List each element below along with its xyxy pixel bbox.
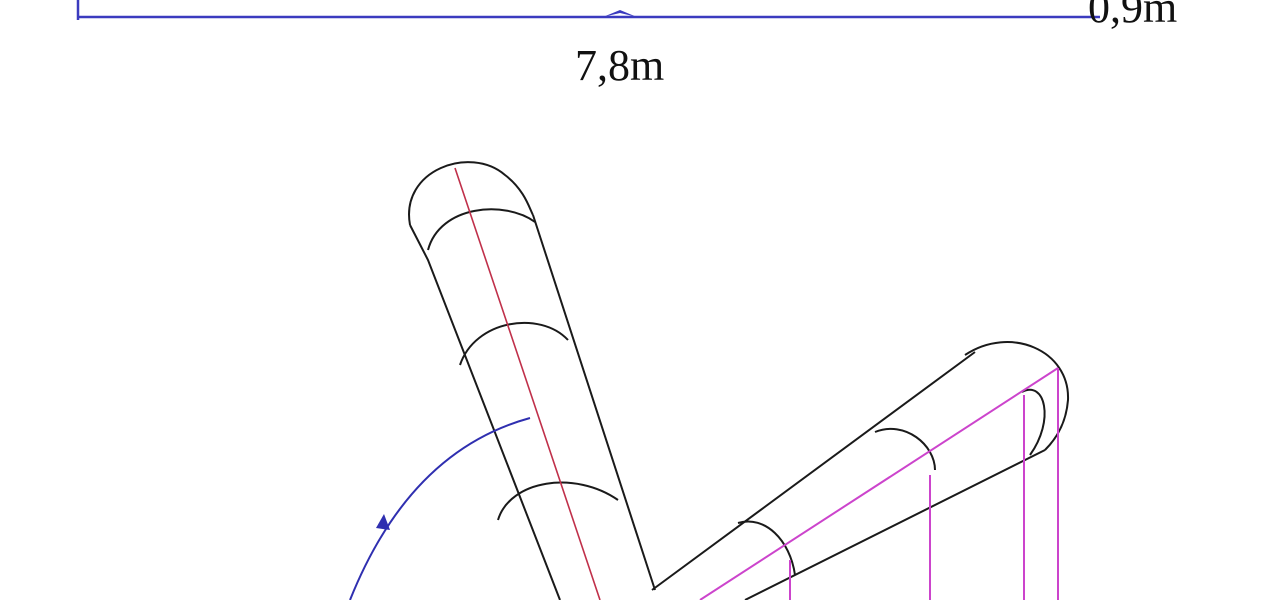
pipe-leg-right xyxy=(651,341,1070,600)
corner-label: 0,9m xyxy=(1088,0,1177,32)
rotation-arc-group xyxy=(349,417,531,600)
pipe-seam xyxy=(874,427,936,471)
pipe-leg-upper xyxy=(408,161,656,600)
pipe-edge-top xyxy=(651,351,976,591)
dimension-arrow-marker xyxy=(603,10,637,17)
pipe-seam xyxy=(737,520,796,576)
dimension-line-group: 7,8m 0,9m xyxy=(76,0,1177,90)
pipe-end-cap-inner xyxy=(427,208,536,251)
pipe-edge-left xyxy=(409,224,561,600)
pipe-seam xyxy=(459,321,569,366)
projection-lines xyxy=(699,367,1059,600)
rotation-arrow-icon xyxy=(376,514,390,530)
pipe-end-cap xyxy=(408,161,534,226)
pipe-seam xyxy=(497,481,619,521)
pipe-edge-right xyxy=(532,214,656,591)
pipe-end-cap-inner xyxy=(1021,388,1046,456)
rotation-arc xyxy=(349,417,531,600)
projection-diagonal xyxy=(699,367,1059,600)
length-label: 7,8m xyxy=(575,41,664,90)
pipe-centerline xyxy=(454,167,601,600)
